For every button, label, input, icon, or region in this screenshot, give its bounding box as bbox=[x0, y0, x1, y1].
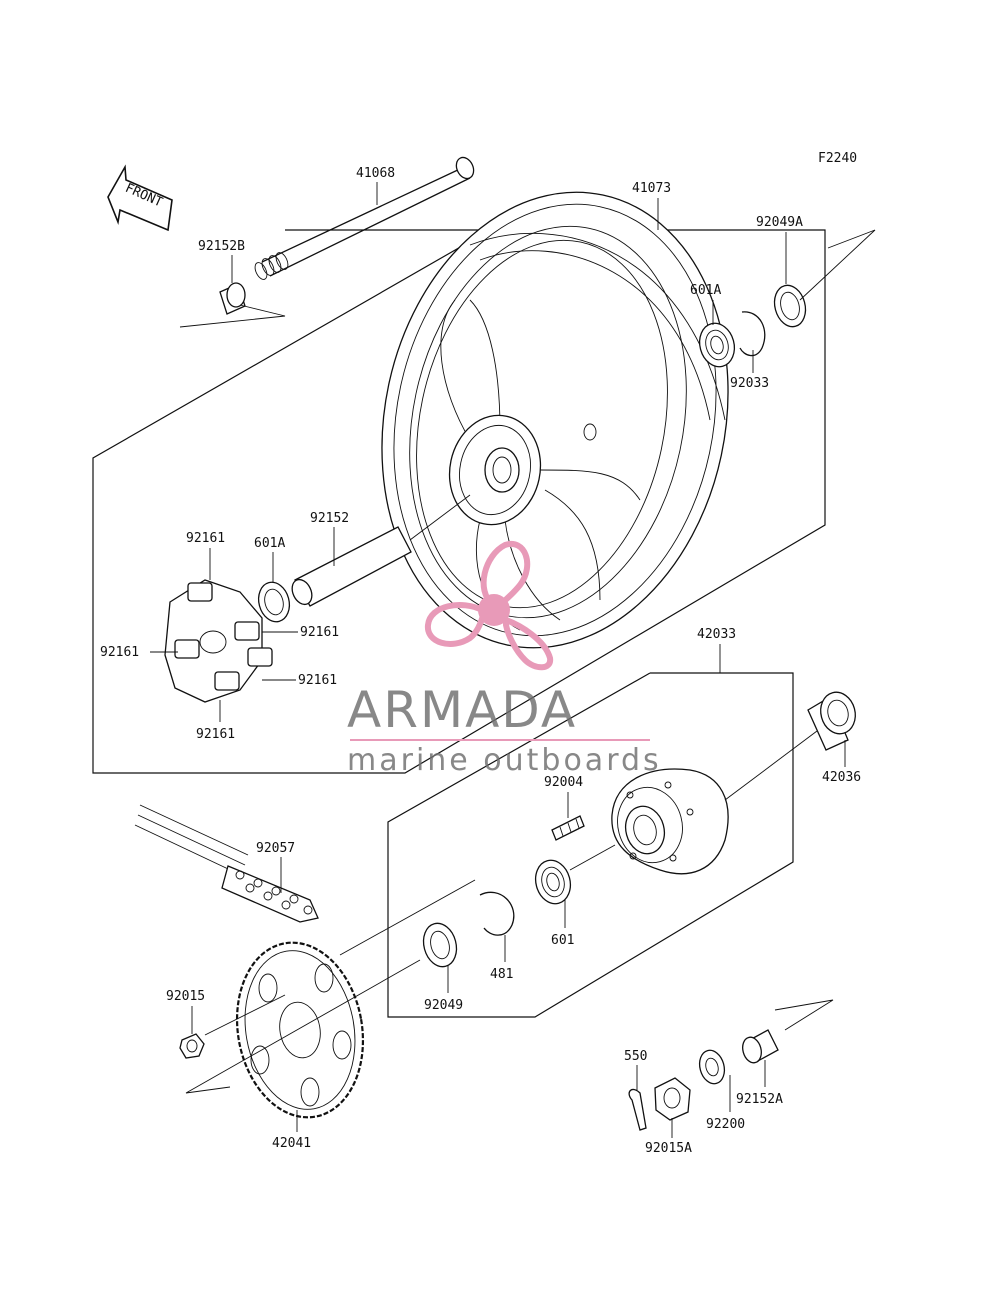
label-41073: 41073 bbox=[632, 181, 671, 196]
axis-arrow-right-bottom bbox=[774, 999, 834, 1031]
diagram-code: F2240 bbox=[818, 151, 857, 166]
label-92152: 92152 bbox=[310, 511, 349, 526]
cotter-pin-550 bbox=[628, 1088, 647, 1131]
label-42036: 42036 bbox=[822, 770, 861, 785]
circlip-481 bbox=[479, 891, 515, 936]
axis-line-92152 bbox=[409, 494, 471, 541]
axis-arrow-right-top bbox=[799, 229, 876, 301]
label-550: 550 bbox=[624, 1049, 647, 1064]
label-92049A: 92049A bbox=[756, 215, 803, 230]
label-92161-d: 92161 bbox=[298, 673, 337, 688]
label-42033: 42033 bbox=[697, 627, 736, 642]
label-92015: 92015 bbox=[166, 989, 205, 1004]
oil-seal-92049A bbox=[773, 284, 807, 328]
collar-42036 bbox=[807, 691, 856, 751]
axle-41068 bbox=[254, 156, 475, 280]
spacer-92152 bbox=[291, 526, 412, 607]
label-601: 601 bbox=[551, 933, 574, 948]
washer-92200 bbox=[698, 1049, 726, 1085]
label-92057: 92057 bbox=[256, 841, 295, 856]
oil-seal-92049 bbox=[422, 922, 458, 968]
nut-92015 bbox=[179, 1033, 205, 1059]
rear-wheel-41073 bbox=[381, 191, 729, 649]
axis-arrow-sprocket bbox=[185, 959, 421, 1094]
axis-line-mid bbox=[339, 879, 476, 956]
label-92161-c: 92161 bbox=[100, 645, 139, 660]
circlip-92033 bbox=[739, 311, 766, 357]
armada-watermark: ARMADA marine outboards bbox=[347, 540, 662, 778]
bearing-601 bbox=[534, 859, 572, 905]
label-481: 481 bbox=[490, 967, 513, 982]
front-direction-arrow: FRONT bbox=[107, 164, 173, 232]
axis-line-92015 bbox=[204, 994, 286, 1036]
drive-chain-92057 bbox=[134, 804, 319, 923]
axis-arrow-left-top bbox=[179, 304, 286, 328]
label-92015A: 92015A bbox=[645, 1141, 692, 1156]
label-92161-a: 92161 bbox=[186, 531, 225, 546]
label-92004: 92004 bbox=[544, 775, 583, 790]
castle-nut-92015A bbox=[654, 1077, 691, 1121]
label-92161-b: 92161 bbox=[300, 625, 339, 640]
label-92152B: 92152B bbox=[198, 239, 245, 254]
label-41068: 41068 bbox=[356, 166, 395, 181]
label-92033: 92033 bbox=[730, 376, 769, 391]
watermark-tagline: marine outboards bbox=[347, 743, 662, 778]
hub-damper-92161 bbox=[164, 579, 273, 703]
axis-line-42033 bbox=[724, 724, 826, 801]
watermark-brand: ARMADA bbox=[347, 681, 577, 739]
axis-line-601 bbox=[569, 844, 616, 871]
label-42041: 42041 bbox=[272, 1136, 311, 1151]
spacer-92152B bbox=[219, 282, 246, 315]
spacer-92152A bbox=[742, 1029, 779, 1064]
label-92049: 92049 bbox=[424, 998, 463, 1013]
armada-propeller-icon bbox=[424, 540, 554, 671]
bearing-601A-top bbox=[698, 322, 736, 368]
label-601A-mid: 601A bbox=[254, 536, 285, 551]
rear-sprocket-42041 bbox=[235, 941, 365, 1119]
bearing-601A-mid bbox=[257, 581, 291, 623]
label-92200: 92200 bbox=[706, 1117, 745, 1132]
label-601A-top: 601A bbox=[690, 283, 721, 298]
label-92152A: 92152A bbox=[736, 1092, 783, 1107]
stud-92004 bbox=[551, 815, 585, 841]
hub-assembly-frame bbox=[387, 672, 794, 1018]
sprocket-coupling-42033 bbox=[611, 768, 729, 875]
label-92161-e: 92161 bbox=[196, 727, 235, 742]
